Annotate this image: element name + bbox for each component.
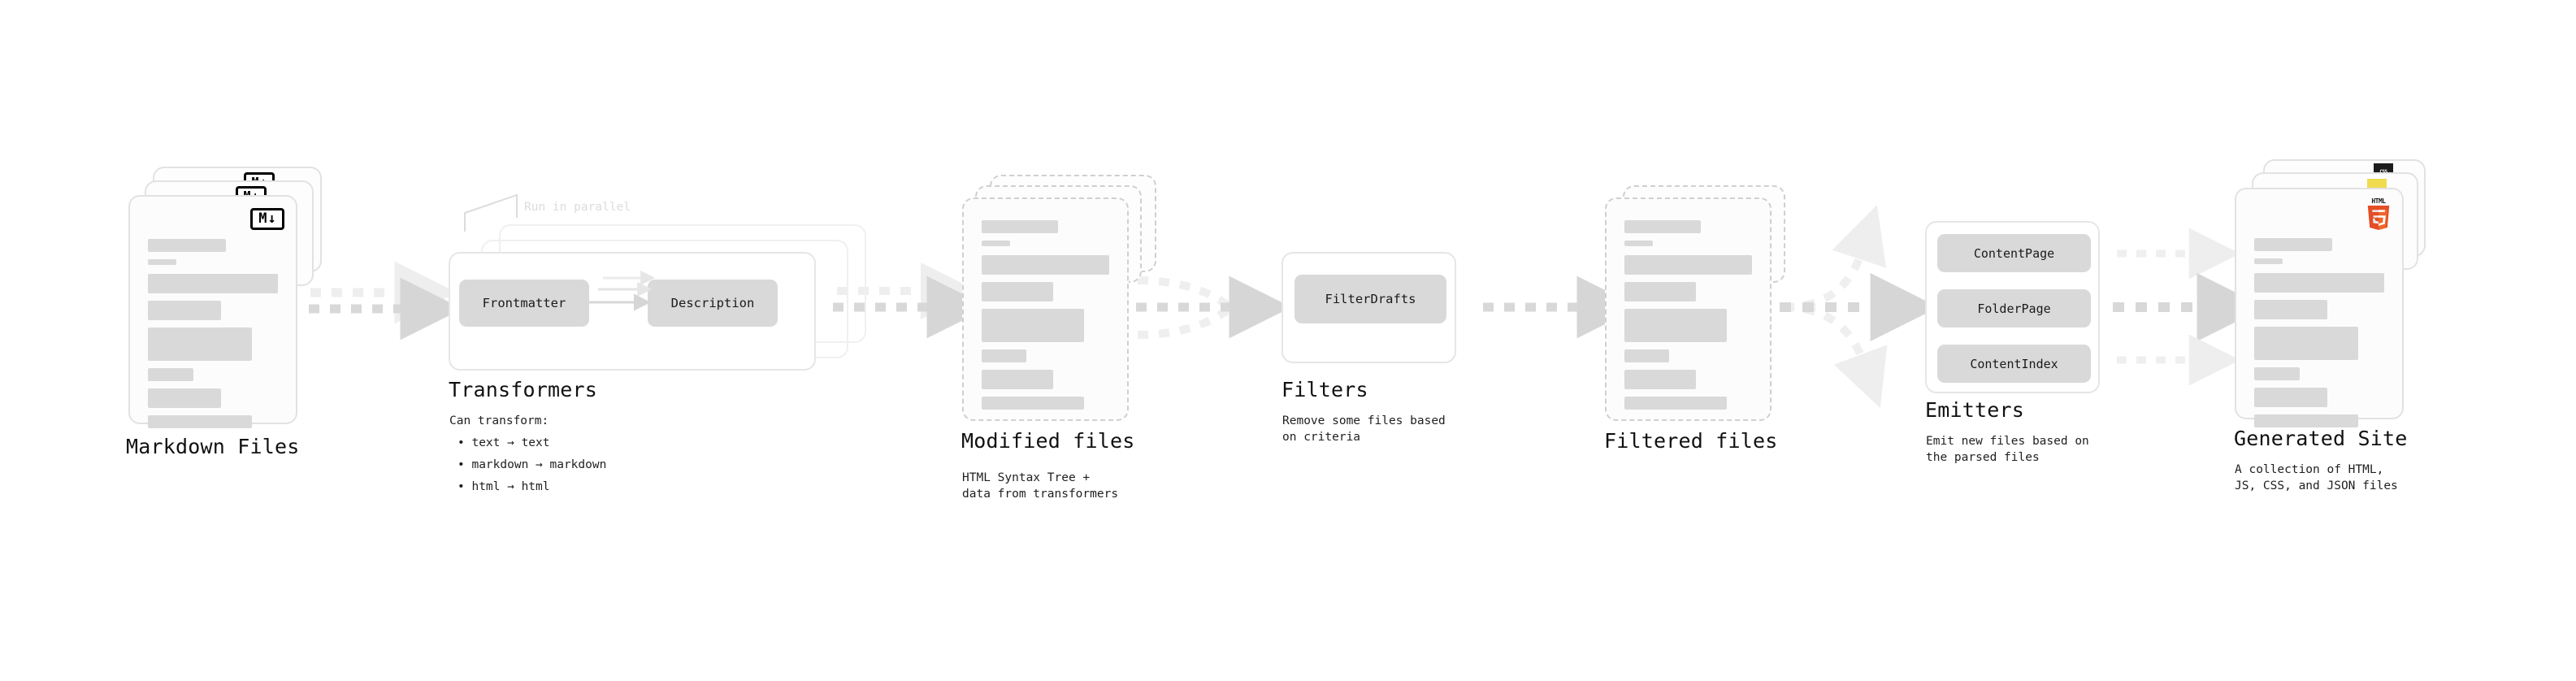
stage-heading-transformers: Transformers	[449, 378, 598, 401]
content-bar	[148, 415, 252, 428]
content-bar	[148, 239, 226, 252]
transformer-chip-label: Frontmatter	[482, 296, 566, 310]
modified-files-subtext: HTML Syntax Tree + data from transformer…	[962, 471, 1119, 501]
emitter-chip-label: FolderPage	[1977, 301, 2051, 316]
content-bar	[982, 370, 1053, 389]
markdown-file-card: M ↓	[128, 195, 297, 428]
markdown-icon: M ↓	[250, 208, 284, 230]
content-bar	[2254, 238, 2332, 251]
stage-heading-markdown-files: Markdown Files	[126, 435, 300, 458]
modified-file-card	[962, 197, 1129, 421]
stage-heading-filters: Filters	[1281, 378, 1368, 401]
transformers-bullet-0: • text → text	[458, 436, 550, 449]
content-bar	[982, 220, 1059, 233]
content-bar	[982, 349, 1026, 362]
stage-heading-emitters: Emitters	[1925, 398, 2025, 422]
transformers-subtext: Can transform:	[449, 414, 549, 427]
filtered-file-content-bars	[1624, 220, 1752, 417]
content-bar	[2254, 300, 2327, 319]
markdown-file-content-bars	[148, 239, 278, 436]
transformers-panel: Frontmatter Description	[449, 252, 816, 371]
emitter-chip-contentpage[interactable]: ContentPage	[1937, 234, 2091, 272]
content-bar	[148, 388, 221, 408]
content-bar	[1624, 220, 1702, 233]
content-bar	[1624, 397, 1727, 410]
stage-heading-modified-files: Modified files	[961, 429, 1135, 453]
filter-chip-filterdrafts[interactable]: FilterDrafts	[1295, 275, 1446, 323]
content-bar	[2254, 258, 2283, 264]
generated-site-content-bars	[2254, 238, 2384, 435]
transformer-chip-label: Description	[670, 296, 755, 310]
content-bar	[1624, 370, 1696, 389]
modified-file-content-bars	[982, 220, 1109, 417]
arrow-modified-to-filters	[1136, 275, 1292, 339]
content-bar	[1624, 309, 1727, 342]
content-bar	[1624, 282, 1696, 301]
content-bar	[2254, 367, 2300, 380]
content-bar	[2254, 273, 2384, 293]
arrow-filtered-to-emitters	[1780, 205, 1939, 409]
filtered-file-card	[1605, 197, 1772, 421]
filters-panel: FilterDrafts	[1281, 252, 1456, 363]
content-bar	[148, 327, 252, 361]
content-bar	[2254, 327, 2358, 360]
transformer-chip-frontmatter[interactable]: Frontmatter	[459, 280, 589, 327]
filter-chip-label: FilterDrafts	[1325, 292, 1416, 306]
html5-icon-label: HTML	[2371, 197, 2386, 205]
markdown-icon-arrow: ↓	[267, 210, 276, 227]
content-bar	[2254, 414, 2358, 427]
content-bar	[1624, 241, 1653, 246]
generated-site-subtext: A collection of HTML, JS, CSS, and JSON …	[2235, 463, 2398, 492]
transformer-chip-description[interactable]: Description	[648, 280, 778, 327]
arrow-emitters-to-site	[2113, 228, 2266, 386]
transformers-bullet-2: • html → html	[458, 480, 550, 493]
content-bar	[982, 282, 1053, 301]
content-bar	[148, 301, 221, 320]
content-bar	[148, 274, 278, 293]
content-bar	[1624, 349, 1669, 362]
content-bar	[982, 309, 1084, 342]
stage-heading-filtered-files: Filtered files	[1604, 429, 1778, 453]
emitters-subtext: Emit new files based on the parsed files	[1926, 435, 2089, 464]
content-bar	[982, 397, 1084, 410]
html5-icon-shield	[2367, 206, 2390, 231]
css3-icon-label: CSS	[2379, 170, 2387, 175]
content-bar	[982, 255, 1109, 275]
content-bar	[148, 368, 193, 381]
generated-site-card: HTML	[2235, 188, 2404, 427]
emitter-chip-label: ContentPage	[1973, 245, 2055, 261]
content-bar	[2254, 388, 2327, 407]
transformers-parallel-note: Run in parallel	[524, 201, 631, 214]
emitter-chip-folderpage[interactable]: FolderPage	[1937, 289, 2091, 327]
emitter-chip-contentindex[interactable]: ContentIndex	[1937, 345, 2091, 383]
stage-heading-generated-site: Generated Site	[2234, 427, 2408, 450]
emitters-panel: ContentPage FolderPage ContentIndex	[1925, 221, 2100, 393]
filters-subtext: Remove some files based on criteria	[1282, 414, 1446, 444]
transformers-bullet-1: • markdown → markdown	[458, 458, 607, 471]
emitter-chip-label: ContentIndex	[1970, 356, 2058, 371]
content-bar	[1624, 255, 1752, 275]
html5-icon: HTML	[2366, 198, 2391, 233]
markdown-icon-letter: M	[258, 210, 267, 227]
arrow-markdown-to-transformers	[309, 261, 463, 340]
content-bar	[982, 241, 1010, 246]
content-bar	[148, 259, 177, 265]
